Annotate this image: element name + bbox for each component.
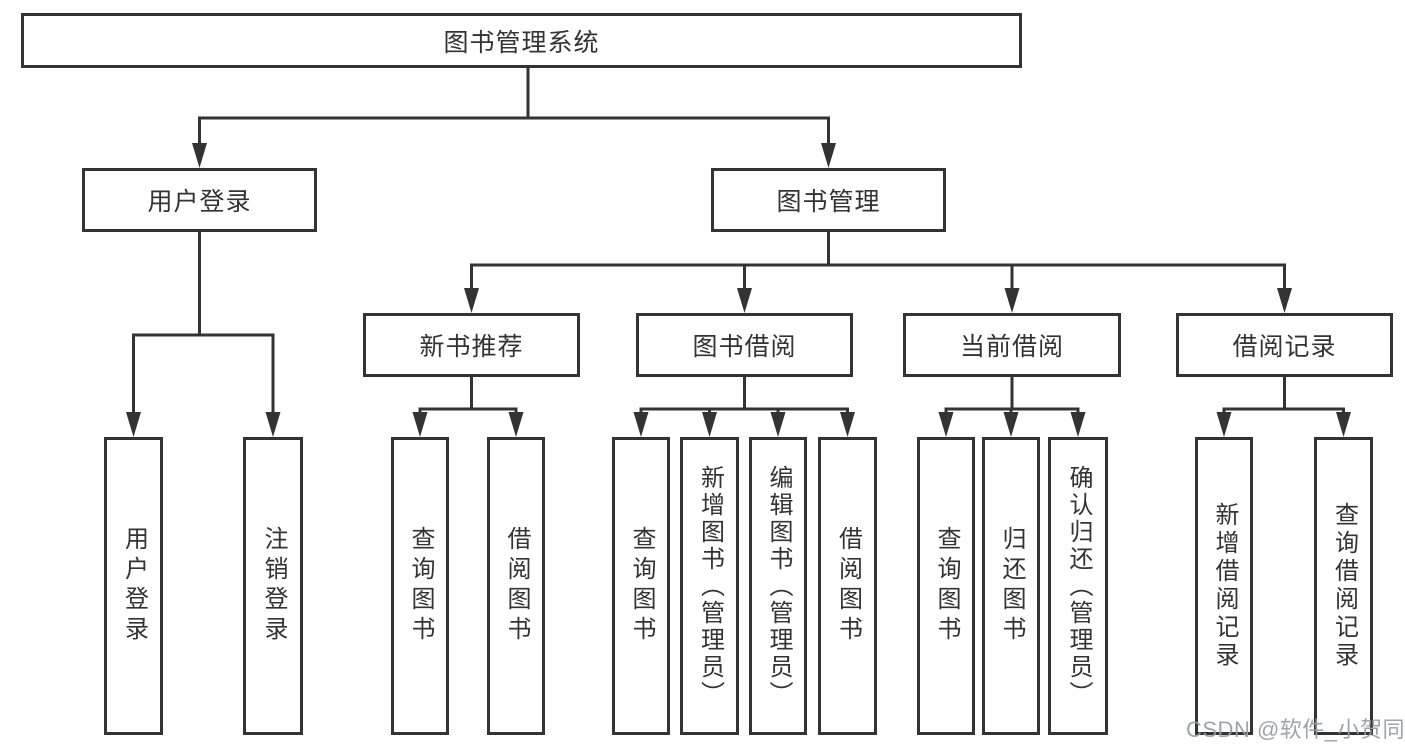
arrow-down-icon: [702, 412, 717, 437]
leaf-edit-book-admin: 编辑图书（管理员）: [749, 437, 807, 735]
arrow-down-icon: [265, 412, 281, 437]
leaf-borrow-book: 借阅图书: [818, 437, 877, 735]
leaf-borrow-book-recommend: 借阅图书: [487, 437, 545, 735]
node-current-borrow: 当前借阅: [903, 313, 1121, 377]
leaf-query-book-recommend: 查询图书: [391, 437, 449, 735]
arrow-down-icon: [192, 143, 207, 168]
arrow-down-icon: [1004, 288, 1020, 313]
arrow-down-icon: [737, 288, 752, 313]
arrow-down-icon: [126, 412, 141, 437]
arrow-down-icon: [1070, 412, 1086, 437]
node-user-login: 用户登录: [82, 168, 317, 232]
arrow-down-icon: [1003, 412, 1019, 437]
arrow-down-icon: [1336, 412, 1351, 437]
arrow-down-icon: [464, 288, 479, 313]
leaf-user-login: 用户登录: [104, 437, 163, 735]
node-new-book-recommend: 新书推荐: [363, 313, 580, 377]
arrow-down-icon: [633, 412, 649, 437]
node-book-borrow: 图书借阅: [636, 313, 853, 377]
arrow-down-icon: [840, 412, 855, 437]
leaf-add-borrow-record: 新增借阅记录: [1195, 437, 1253, 735]
leaf-return-book: 归还图书: [982, 437, 1040, 735]
arrow-down-icon: [770, 412, 786, 437]
arrow-down-icon: [1216, 412, 1232, 437]
node-book-management: 图书管理: [711, 168, 946, 232]
leaf-query-borrow-record: 查询借阅记录: [1314, 437, 1373, 735]
leaf-add-book-admin: 新增图书（管理员）: [680, 437, 739, 735]
arrow-down-icon: [508, 412, 524, 437]
leaf-confirm-return-admin: 确认归还（管理员）: [1048, 437, 1108, 735]
leaf-logout: 注销登录: [243, 437, 303, 735]
csdn-watermark: CSDN @软件_小贺同学: [1186, 717, 1405, 742]
arrow-down-icon: [412, 412, 428, 437]
leaf-query-book-current: 查询图书: [917, 437, 975, 735]
leaf-query-book-borrow: 查询图书: [612, 437, 670, 735]
node-borrow-records: 借阅记录: [1176, 313, 1393, 377]
arrow-down-icon: [821, 143, 836, 168]
arrowheads: [126, 143, 1351, 437]
arrow-down-icon: [1277, 288, 1292, 313]
arrow-down-icon: [938, 412, 954, 437]
node-root-system: 图书管理系统: [21, 13, 1022, 68]
